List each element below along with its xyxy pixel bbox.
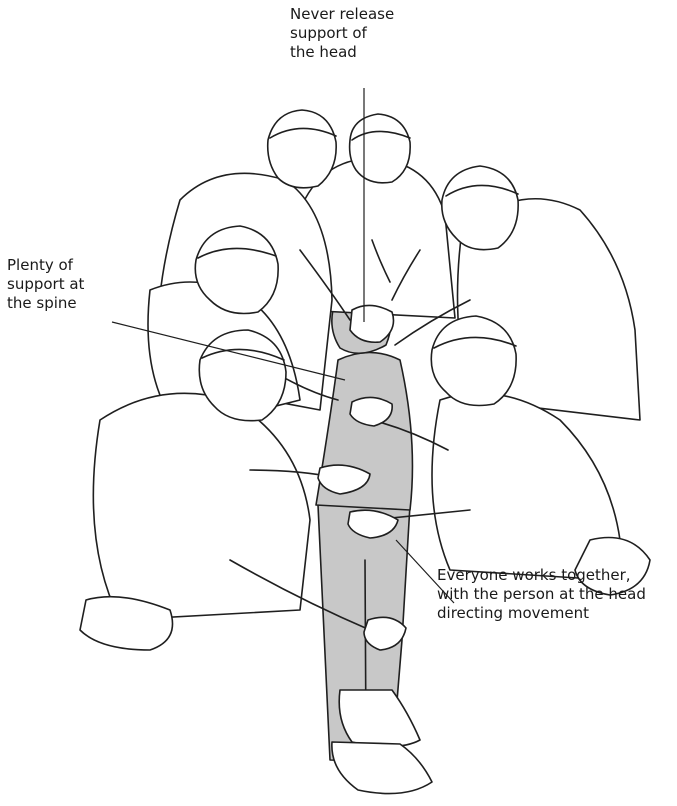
callout-head-support: Never release support of the head (290, 5, 450, 62)
callout-teamwork: Everyone works together, with the person… (437, 566, 675, 623)
rescuer-top-right-head (442, 166, 518, 250)
rescuer-top-left-head (268, 110, 336, 188)
casualty-left-foot (339, 690, 420, 747)
rescuer-bottom-right-head (431, 316, 516, 406)
casualty-figure (316, 288, 432, 794)
hands-at-head (350, 305, 394, 342)
casualty-right-foot (332, 742, 432, 794)
callout-spine-support: Plenty of support at the spine (7, 256, 167, 313)
rescuer-head-person-head (350, 114, 411, 183)
